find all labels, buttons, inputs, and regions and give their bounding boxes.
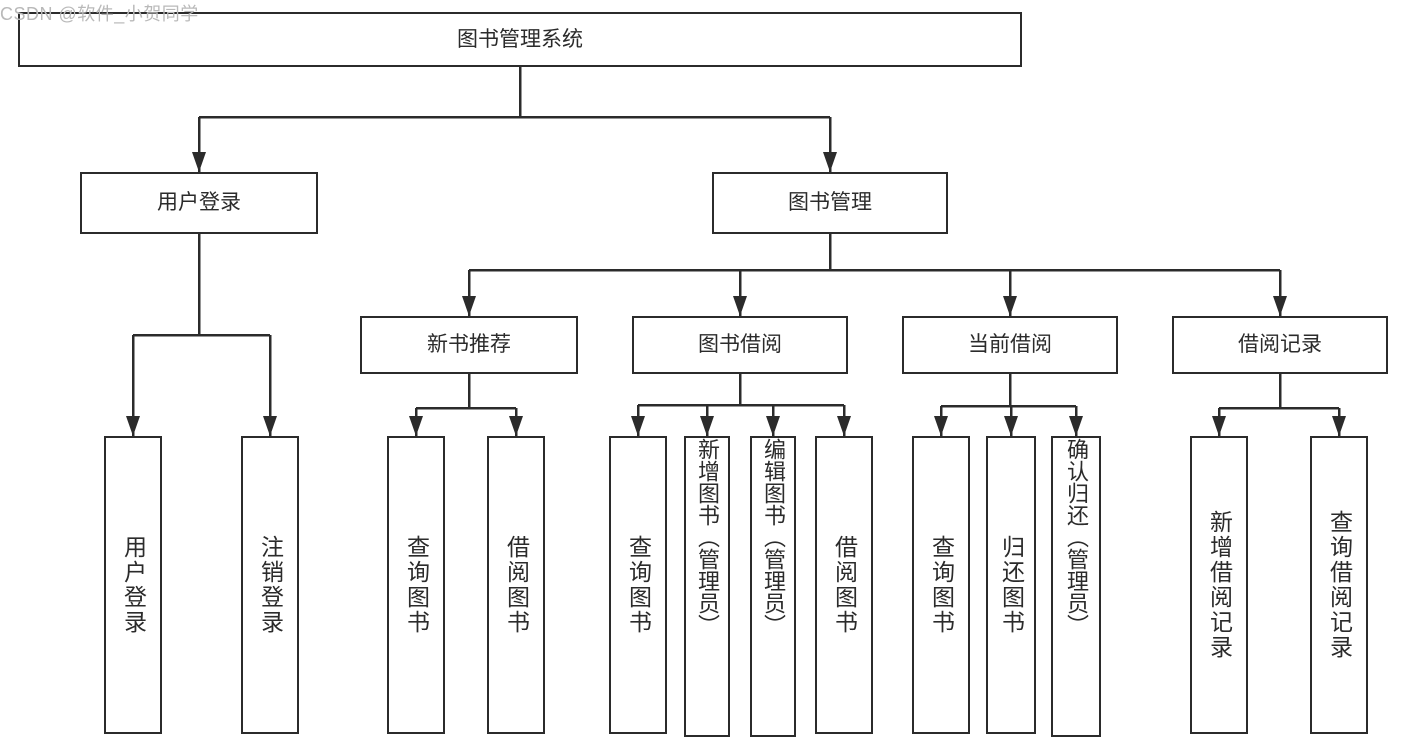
node-label: 借阅记录 xyxy=(1238,333,1322,357)
node-login[interactable]: 用户登录 xyxy=(80,172,318,234)
node-records[interactable]: 借阅记录 xyxy=(1172,316,1388,374)
node-label: 归还图书 xyxy=(998,535,1025,635)
node-l-r-query[interactable]: 查询借阅记录 xyxy=(1310,436,1368,734)
node-label: 注销登录 xyxy=(257,535,284,635)
node-root[interactable]: 图书管理系统 xyxy=(18,12,1022,67)
node-label: 查询图书 xyxy=(403,535,430,635)
node-l-r-add[interactable]: 新增借阅记录 xyxy=(1190,436,1248,734)
node-label: 借阅图书 xyxy=(503,535,530,635)
node-l-nb-query[interactable]: 查询图书 xyxy=(387,436,445,734)
node-borrow[interactable]: 图书借阅 xyxy=(632,316,848,374)
node-label: 新书推荐 xyxy=(427,333,511,357)
node-l-b-add[interactable]: 新增图书（管理员） xyxy=(684,436,730,737)
node-label: 新增借阅记录 xyxy=(1206,510,1233,660)
node-l-b-loan[interactable]: 借阅图书 xyxy=(815,436,873,734)
node-bookmgmt[interactable]: 图书管理 xyxy=(712,172,948,234)
node-l-c-confirm[interactable]: 确认归还（管理员） xyxy=(1051,436,1101,737)
node-current[interactable]: 当前借阅 xyxy=(902,316,1118,374)
node-l-login[interactable]: 用户登录 xyxy=(104,436,162,734)
node-l-nb-borrow[interactable]: 借阅图书 xyxy=(487,436,545,734)
node-l-b-edit[interactable]: 编辑图书（管理员） xyxy=(750,436,796,737)
node-label: 图书管理系统 xyxy=(457,27,583,51)
node-label: 图书借阅 xyxy=(698,333,782,357)
node-l-c-query[interactable]: 查询图书 xyxy=(912,436,970,734)
csdn-watermark: CSDN @软件_小贺同学 xyxy=(0,4,199,24)
node-label: 新增图书（管理员） xyxy=(695,438,720,636)
node-label: 用户登录 xyxy=(157,191,241,215)
node-label: 查询图书 xyxy=(625,535,652,635)
node-label: 用户登录 xyxy=(120,535,147,635)
node-label: 编辑图书（管理员） xyxy=(761,438,786,636)
node-label: 借阅图书 xyxy=(831,535,858,635)
node-label: 当前借阅 xyxy=(968,333,1052,357)
node-newbook[interactable]: 新书推荐 xyxy=(360,316,578,374)
node-label: 确认归还（管理员） xyxy=(1064,438,1089,636)
node-l-b-query[interactable]: 查询图书 xyxy=(609,436,667,734)
node-label: 查询图书 xyxy=(928,535,955,635)
node-l-c-return[interactable]: 归还图书 xyxy=(986,436,1036,734)
node-label: 图书管理 xyxy=(788,191,872,215)
node-l-logout[interactable]: 注销登录 xyxy=(241,436,299,734)
node-label: 查询借阅记录 xyxy=(1326,510,1353,660)
